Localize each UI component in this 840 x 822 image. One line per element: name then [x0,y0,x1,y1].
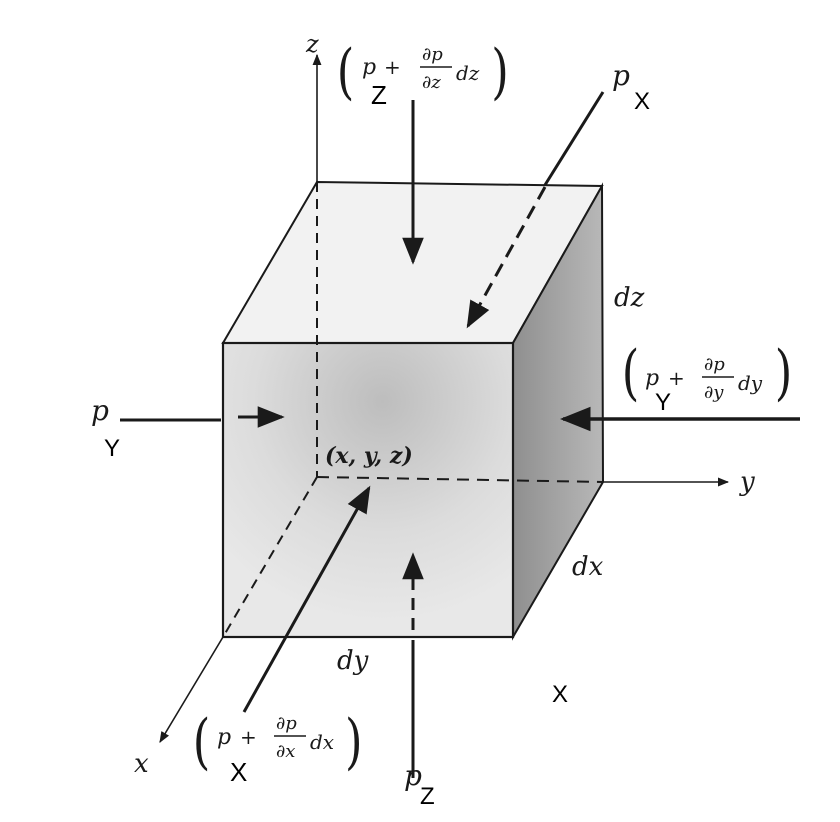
x-axis-label: x [134,749,149,779]
formula-top-den: ∂z [422,72,441,93]
formula-top-plus: + [384,55,401,79]
formula-front-close-paren: ) [345,707,363,777]
edge-label-dy: dy [337,646,369,676]
y-axis-label: y [739,467,755,497]
formula-right-num: ∂p [704,354,725,375]
stray-x-label: X [552,681,568,708]
arrow-front-pressure [242,485,371,713]
formula-top-open-paren: ( [337,37,355,107]
formula-front-open-paren: ( [193,707,211,777]
formula-top-mult: dz [456,61,480,85]
arrow-back-pressure-solid [543,91,605,186]
arrow-back-pressure-dashed [466,186,547,329]
hidden-edge-horizontal [316,476,604,483]
pressure-label-back: p [612,59,630,92]
formula-front-num: ∂p [276,713,297,734]
formula-front: ( p + ∂p ∂x dx ) X [193,707,363,787]
formula-front-den: ∂x [276,741,295,762]
subscript-z-bottom: Z [420,783,435,810]
z-axis-label: z [305,30,319,58]
x-axis [159,636,224,743]
formula-top-p: p [362,55,376,80]
pressure-label-left: p [91,394,109,427]
formula-right-p: p [645,366,659,391]
formula-front-mult: dx [310,730,334,754]
formula-right: ( p + ∂p ∂y dy ) Y [622,338,793,416]
formula-top-close-paren: ) [491,37,509,107]
formula-right-close-paren: ) [775,338,793,408]
subscript-y-right: Y [655,389,671,416]
subscript-x-front: X [230,757,247,787]
hidden-edge-diagonal [222,476,318,638]
edge-label-dx: dx [572,552,604,582]
pressure-label-bottom: p [404,759,422,792]
formula-right-den: ∂y [704,382,724,403]
subscript-x-back: X [634,88,650,115]
origin-point-label: (x, y, z) [325,443,413,469]
subscript-z-top: Z [371,80,387,110]
formula-right-plus: + [668,366,685,390]
formula-front-p: p [217,725,231,750]
formula-top-num: ∂p [422,44,443,65]
formula-right-mult: dy [738,371,763,395]
formula-top: ( p + ∂p ∂z dz ) Z [337,37,509,110]
formula-front-plus: + [240,725,257,749]
formula-right-open-paren: ( [622,338,640,408]
subscript-y-left: Y [104,435,120,462]
edge-label-dz: dz [614,283,645,313]
